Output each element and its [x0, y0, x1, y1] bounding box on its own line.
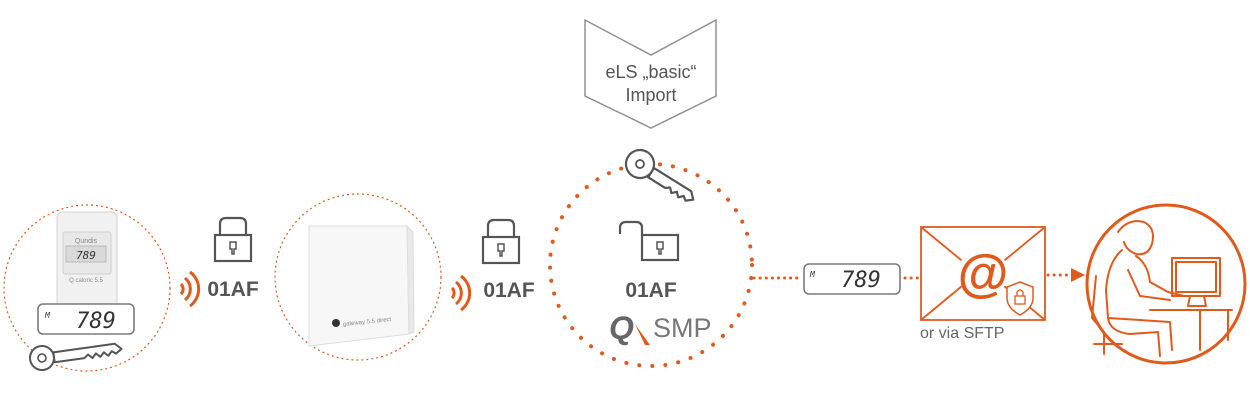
smp-logo: Q SMP: [609, 310, 712, 346]
meter-lcd-display: M 789: [37, 303, 135, 335]
smp-code: 01AF: [625, 279, 677, 302]
person-at-computer-icon: [1091, 220, 1233, 357]
envelope-icon: @: [920, 226, 1046, 321]
import-box: eLS „basic“ Import: [584, 18, 717, 129]
gateway-device-image: gateway 5.5 direct: [308, 224, 415, 347]
meter-node: 789 Qundis Q caloric 5.5 M 789: [3, 204, 171, 372]
user-node: [1085, 203, 1247, 365]
gateway-node: gateway 5.5 direct: [274, 193, 442, 361]
key-icon: [29, 342, 123, 371]
import-box-line1: eLS „basic“: [605, 62, 696, 82]
arrowhead-icon: [1071, 268, 1085, 282]
shield-lock-icon: [1006, 281, 1034, 316]
transmission-code-2: 01AF: [483, 279, 535, 302]
key-icon: [624, 148, 695, 202]
email-at-symbol: @: [958, 245, 1009, 303]
gateway-label: gateway 5.5 direct: [343, 317, 392, 328]
meter-brand-logo: Qundis: [75, 238, 98, 245]
smp-logo-text: SMP: [653, 313, 712, 343]
reading-lcd-value: 789: [841, 268, 881, 293]
smp-logo-q: Q: [609, 310, 634, 346]
transmission-code-1: 01AF: [207, 278, 259, 301]
meter-small-display: 789: [76, 249, 96, 262]
reading-lcd-prefix: M: [809, 270, 816, 279]
smp-node: 01AF Q SMP: [548, 148, 754, 368]
lock-closed-icon: [213, 216, 253, 263]
sftp-caption: or via SFTP: [920, 325, 1004, 342]
heat-cost-allocator-image: 789 Qundis Q caloric 5.5: [56, 211, 118, 313]
radio-waves-icon: [179, 270, 201, 308]
meter-lcd-value: 789: [76, 309, 116, 334]
lock-open-icon: [618, 220, 680, 262]
lock-closed-icon: [481, 218, 521, 265]
reading-lcd-display: M 789: [803, 263, 901, 295]
import-box-line2: Import: [625, 85, 676, 105]
meter-model-label: Q caloric 5.5: [69, 278, 103, 284]
radio-waves-icon: [450, 274, 472, 312]
meter-lcd-prefix: M: [44, 311, 51, 320]
